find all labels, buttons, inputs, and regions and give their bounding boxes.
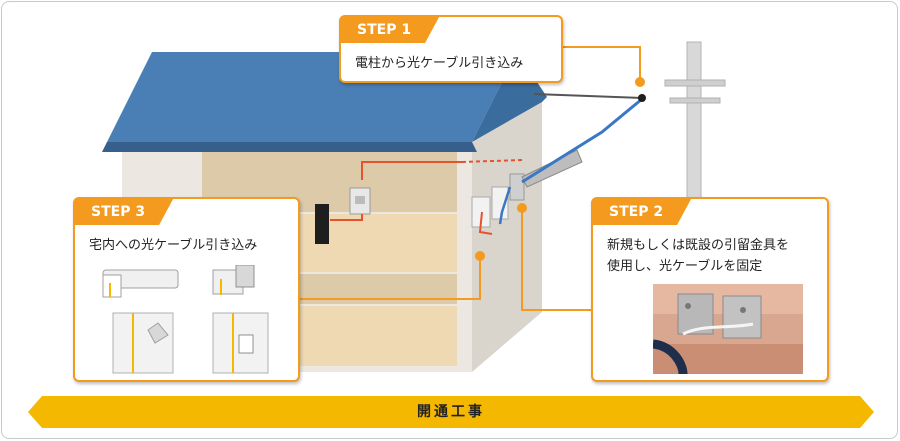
step3-description: 宅内への光ケーブル引き込み [89,238,258,253]
timeline-arrow: 開通工事 [28,396,874,428]
step1-tab: STEP 1 [341,17,439,43]
anchor-bracket-photo [653,284,803,374]
utility-pole [664,41,726,203]
fiber-cables [330,93,646,235]
step1-description: 電柱から光ケーブル引き込み [355,56,524,71]
timeline-label: 開通工事 [417,404,485,420]
step2-description-line2: 使用し、光ケーブルを固定 [607,259,763,274]
step3-tab: STEP 3 [75,199,173,225]
step2-description-line1: 新規もしくは既設の引留金具を [607,238,790,253]
step2-tab: STEP 2 [593,199,691,225]
step1-callout: STEP 1 電柱から光ケーブル引き込み [339,15,563,83]
callout-connectors [300,46,645,311]
indoor-wiring-illustration [102,265,269,374]
step3-callout: STEP 3 宅内への光ケーブル引き込み [73,197,300,382]
step2-callout: STEP 2 新規もしくは既設の引留金具を 使用し、光ケーブルを固定 [591,197,829,382]
